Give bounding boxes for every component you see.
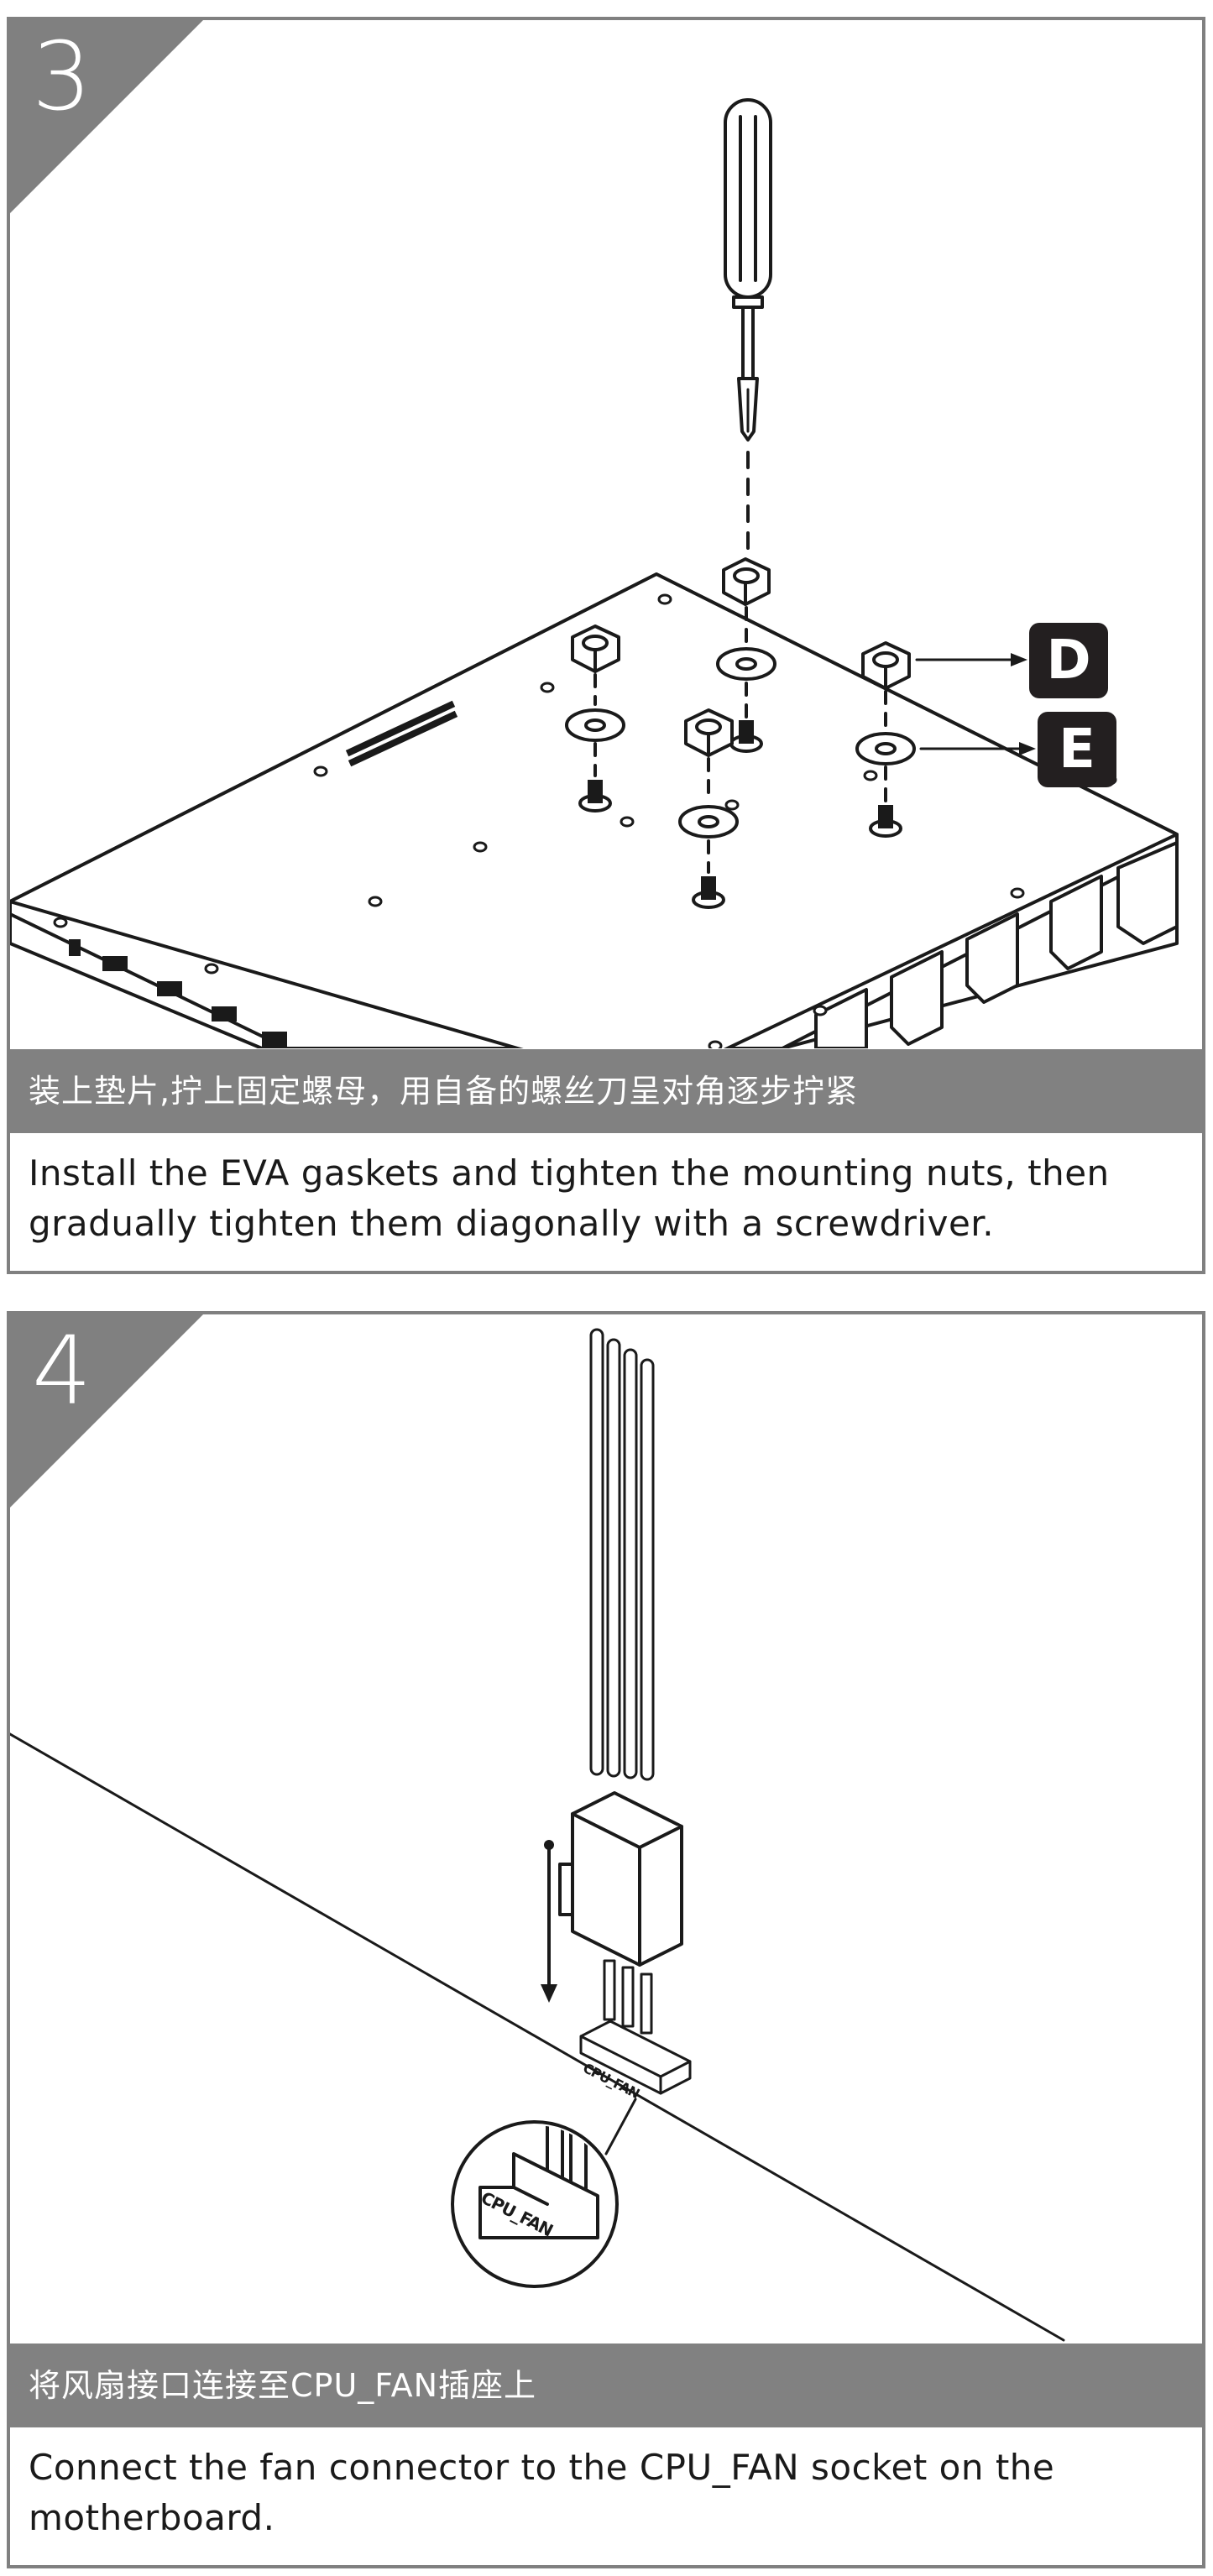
mounting-hardware bbox=[565, 557, 916, 909]
board-edge-line bbox=[10, 1732, 1065, 2342]
zoom-leader bbox=[604, 2098, 637, 2155]
step-number-badge: 4 bbox=[10, 1314, 203, 1507]
insertion-arrow bbox=[541, 1840, 557, 2003]
callout-leaders bbox=[915, 653, 1036, 755]
caption-chinese: 装上垫片,拧上固定螺母，用自备的螺丝刀呈对角逐步拧紧 bbox=[10, 1049, 1202, 1133]
caption-english: Connect the fan connector to the CPU_FAN… bbox=[29, 2447, 1055, 2538]
step-3-illustration bbox=[10, 20, 1202, 1048]
fan-connector bbox=[558, 1791, 683, 1967]
step-3-panel: D E 3 装上垫片,拧上固定螺母，用自备的螺丝刀呈对角逐步拧紧 Install… bbox=[7, 17, 1205, 1274]
step-number: 3 bbox=[32, 23, 92, 132]
step-4-illustration bbox=[10, 1314, 1202, 2343]
caption-chinese: 将风扇接口连接至CPU_FAN插座上 bbox=[10, 2343, 1202, 2427]
callout-e-box: E bbox=[1038, 712, 1116, 787]
fan-cable bbox=[589, 1328, 655, 1781]
callout-d-box: D bbox=[1029, 623, 1108, 698]
step-number-badge: 3 bbox=[10, 20, 203, 213]
caption-english: Install the EVA gaskets and tighten the … bbox=[29, 1152, 1110, 1244]
zoom-circle bbox=[451, 2120, 619, 2288]
screwdriver bbox=[724, 98, 772, 559]
cpu-fan-header bbox=[579, 1959, 692, 2095]
step-number: 4 bbox=[32, 1317, 92, 1426]
step-4-panel: CPU_FAN CPU_FAN 4 将风扇接口连接至CPU_FAN插座上 Con… bbox=[7, 1311, 1205, 2568]
